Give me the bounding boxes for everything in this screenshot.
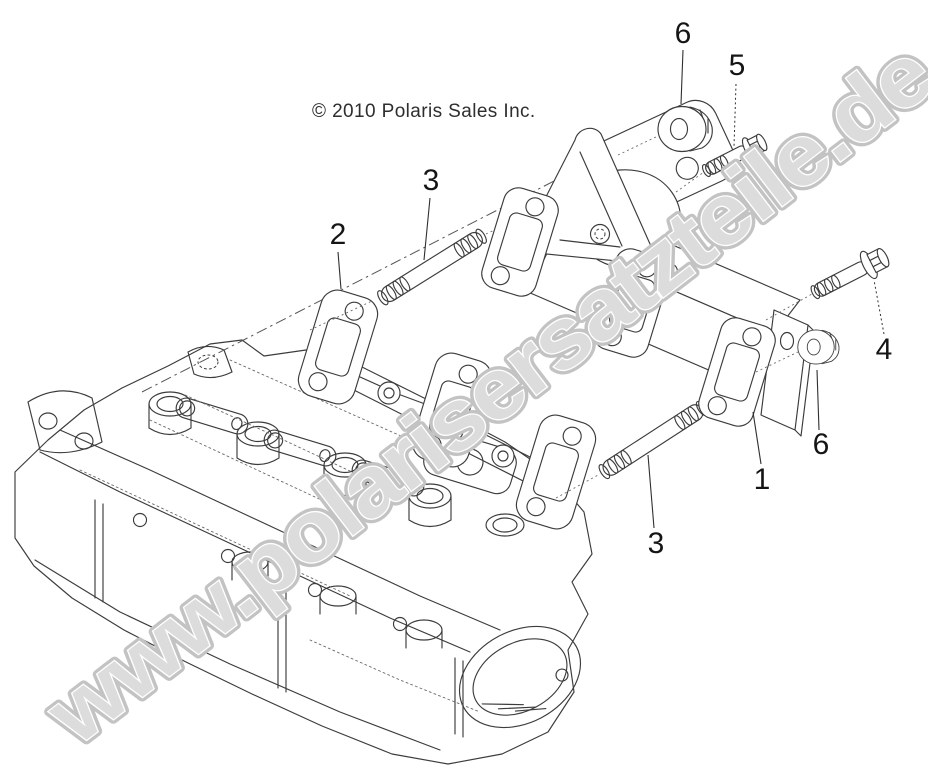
- manifold-port-flange-3: [698, 317, 776, 427]
- callout-label: 5: [729, 49, 746, 82]
- callout-label: 3: [423, 164, 440, 197]
- copyright-text: © 2010 Polaris Sales Inc.: [312, 101, 536, 122]
- callout-label: 4: [876, 333, 893, 366]
- callout-3-lower: 3: [647, 454, 665, 560]
- callout-2: 2: [330, 218, 347, 290]
- callout-5: 5: [729, 49, 746, 148]
- callout-4: 4: [873, 279, 893, 366]
- manifold-gasket-drawing: [297, 289, 597, 530]
- flange-nut-right-drawing: [797, 329, 840, 365]
- head-port-opening: [458, 625, 582, 729]
- flange-nut-top-drawing: [657, 105, 713, 153]
- callout-label: 6: [675, 17, 692, 50]
- exhaust-manifold-drawing: [481, 99, 815, 437]
- manifold-port-flange-1: [481, 187, 559, 297]
- stud-lower-drawing: [598, 400, 708, 480]
- callout-leader: [680, 49, 684, 105]
- flange-bolt-right-drawing: [810, 247, 890, 300]
- fastener-axis-lines: [617, 135, 813, 373]
- callout-leader: [873, 279, 885, 335]
- callout-leader: [337, 251, 342, 290]
- callout-label: 6: [813, 428, 830, 461]
- callout-leader: [423, 197, 431, 261]
- callout-leader: [752, 411, 762, 465]
- rocker-arms: [175, 397, 425, 497]
- callout-6-right: 6: [813, 369, 830, 461]
- callout-leader: [816, 369, 820, 431]
- valve-springs-row-bottom: [231, 551, 443, 649]
- manifold-port-flange-2: [593, 248, 671, 358]
- valve-springs-row-top: [148, 391, 525, 537]
- callout-6-top: 6: [675, 17, 692, 105]
- callout-leader: [733, 83, 737, 148]
- callout-label: 2: [330, 218, 347, 251]
- callout-1: 1: [752, 411, 771, 496]
- assembly-centerline: [141, 177, 561, 393]
- callout-label: 1: [754, 463, 771, 496]
- callout-label: 3: [648, 527, 665, 560]
- stud-upper-drawing: [377, 228, 487, 306]
- callouts: 6 5 3 2 4 6 1 3: [330, 17, 893, 560]
- callout-leader: [647, 454, 655, 529]
- callout-3-upper: 3: [423, 164, 440, 261]
- flange-bolt-upper-drawing: [701, 133, 768, 178]
